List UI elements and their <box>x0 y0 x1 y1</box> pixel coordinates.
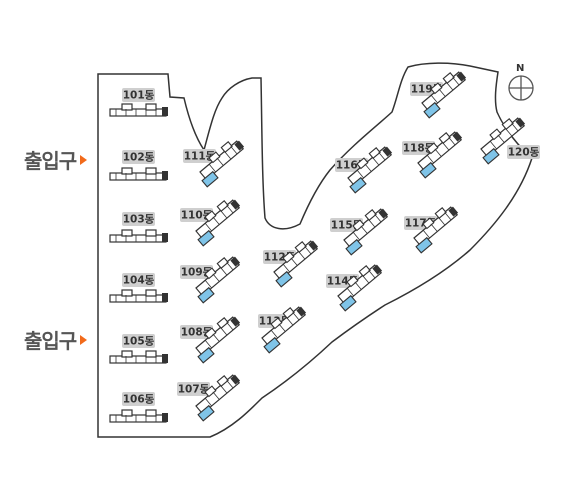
building-label: 109동 <box>181 267 213 279</box>
building-120[interactable]: 120동 <box>475 113 540 165</box>
building-footprint <box>421 71 467 119</box>
building-117[interactable]: 117동 <box>404 202 463 254</box>
entrance-label: 출입구 <box>24 325 88 354</box>
building-footprint <box>195 374 241 422</box>
building-footprint <box>343 208 389 256</box>
building-label: 101동 <box>123 90 155 102</box>
building-label-bg <box>180 265 213 279</box>
building-label-bg <box>122 150 155 164</box>
building-footprint <box>199 140 245 188</box>
building-footprint <box>195 256 241 304</box>
building-label-bg <box>122 334 155 348</box>
building-footprint <box>109 229 168 243</box>
building-footprint <box>195 199 241 247</box>
building-105[interactable]: 105동 <box>109 334 168 364</box>
building-106[interactable]: 106동 <box>109 392 168 423</box>
building-footprint <box>195 316 241 364</box>
entrance-arrow-icon <box>80 154 88 165</box>
building-118[interactable]: 118동 <box>402 127 467 179</box>
building-label-bg <box>507 145 540 159</box>
building-footprint <box>417 131 463 179</box>
building-footprint <box>480 117 526 165</box>
building-115[interactable]: 115동 <box>330 204 393 256</box>
compass-icon: N <box>508 63 534 101</box>
building-label: 103동 <box>123 214 155 226</box>
building-label-bg <box>402 141 435 155</box>
site-boundary <box>97 62 533 438</box>
building-119[interactable]: 119동 <box>410 67 471 119</box>
building-label: 104동 <box>123 275 155 287</box>
building-110[interactable]: 110동 <box>180 195 245 247</box>
building-label: 120동 <box>508 147 540 159</box>
building-footprint <box>109 350 168 364</box>
building-label: 108동 <box>181 327 213 339</box>
building-label: 118동 <box>403 143 435 155</box>
building-label-bg <box>122 392 155 406</box>
entrance-text: 출입구 <box>24 149 77 173</box>
building-footprint <box>413 206 459 254</box>
building-footprint <box>109 409 168 423</box>
building-label-bg <box>180 325 213 339</box>
building-footprint <box>109 289 168 303</box>
building-109[interactable]: 109동 <box>180 252 245 304</box>
building-108[interactable]: 108동 <box>180 312 245 364</box>
building-label-bg <box>180 208 213 222</box>
entrance-text: 출입구 <box>24 329 77 353</box>
compass-north-label: N <box>516 63 524 74</box>
building-label: 106동 <box>123 394 155 406</box>
building-116[interactable]: 116동 <box>335 142 397 194</box>
building-label: 107동 <box>178 384 210 396</box>
building-112[interactable]: 112동 <box>263 236 323 288</box>
building-114[interactable]: 114동 <box>326 260 387 312</box>
building-103[interactable]: 103동 <box>109 212 168 243</box>
building-102[interactable]: 102동 <box>109 150 168 181</box>
building-101[interactable]: 101동 <box>109 88 168 117</box>
building-footprint <box>337 264 383 312</box>
building-111[interactable]: 111동 <box>183 136 249 188</box>
building-104[interactable]: 104동 <box>109 273 168 303</box>
building-footprint <box>261 306 307 354</box>
entrance-label: 출입구 <box>24 145 88 174</box>
building-footprint <box>347 146 393 194</box>
building-label: 111동 <box>184 151 216 163</box>
building-label-bg <box>122 88 155 102</box>
building-label: 102동 <box>123 152 155 164</box>
building-footprint <box>273 240 319 288</box>
building-label: 105동 <box>123 336 155 348</box>
entrance-arrow-icon <box>80 334 88 345</box>
building-label-bg <box>183 149 216 163</box>
building-113[interactable]: 113동 <box>256 302 311 354</box>
building-footprint <box>109 103 168 117</box>
building-footprint <box>109 167 168 181</box>
building-107[interactable]: 107동 <box>177 370 245 422</box>
building-label-bg <box>177 382 210 396</box>
building-label: 110동 <box>181 210 213 222</box>
building-label-bg <box>122 212 155 226</box>
building-label-bg <box>122 273 155 287</box>
